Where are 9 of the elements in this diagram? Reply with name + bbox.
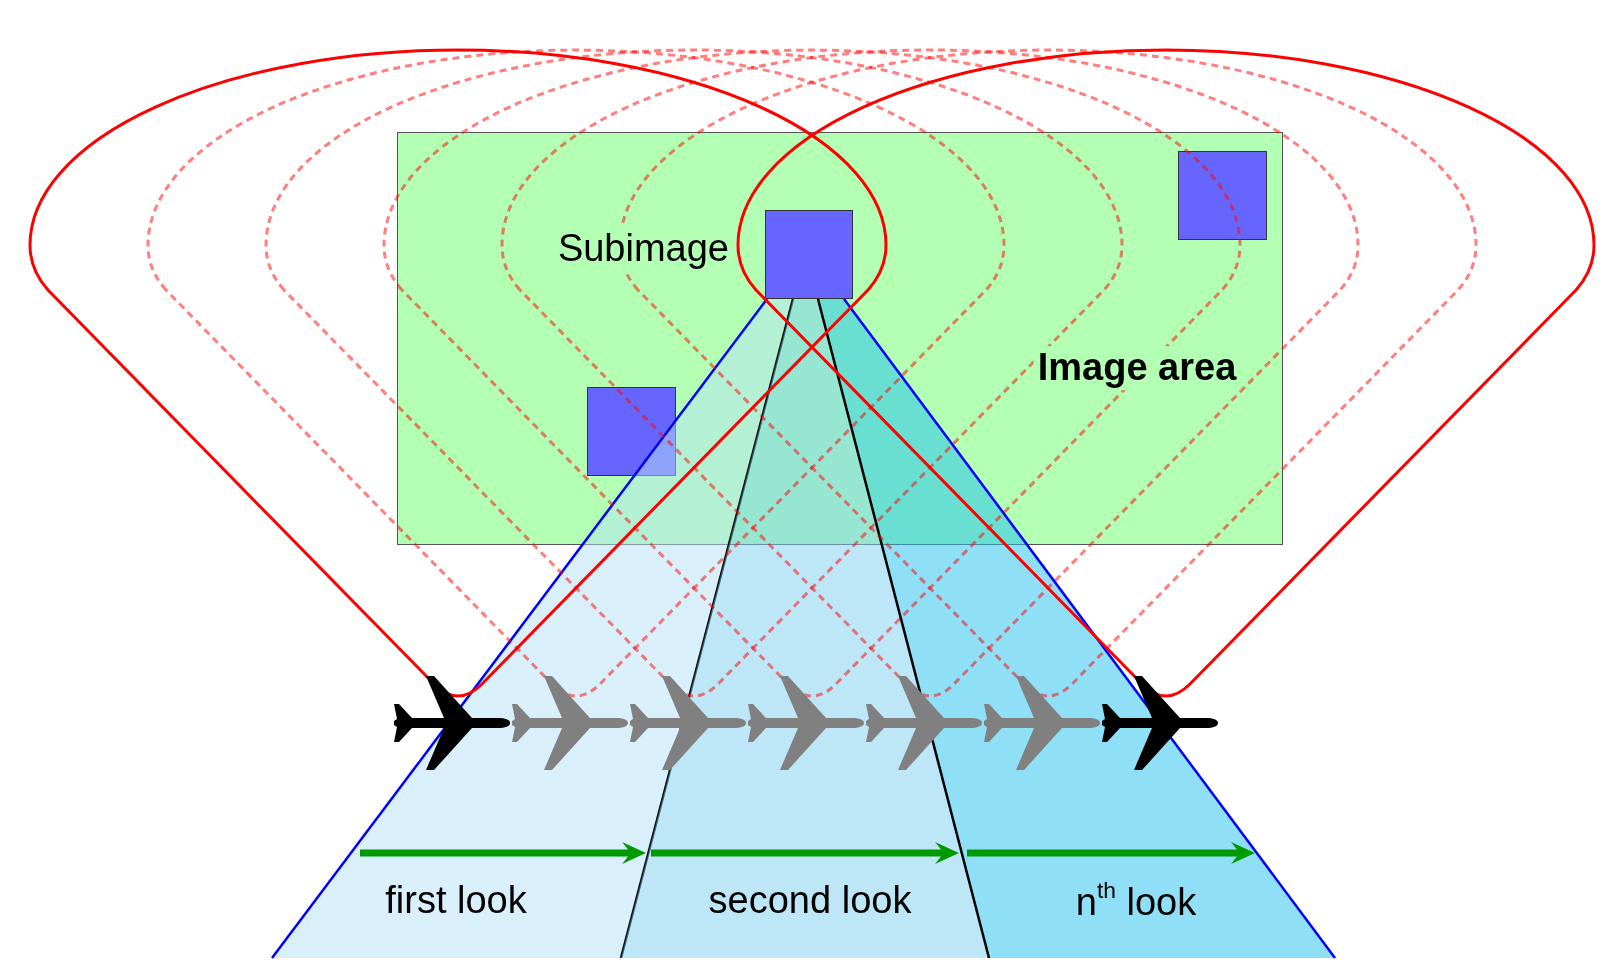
area-title: Image area <box>1033 346 1241 390</box>
image-area-region <box>397 132 1283 545</box>
subimage-square <box>1178 151 1267 240</box>
beam-segment <box>621 299 989 958</box>
look-label: n$^{th}$ look <box>1074 881 1198 925</box>
look-label: first look <box>384 879 528 923</box>
subimage-square <box>765 210 853 299</box>
subimage-square <box>587 387 676 476</box>
look-label: second look <box>707 879 913 923</box>
